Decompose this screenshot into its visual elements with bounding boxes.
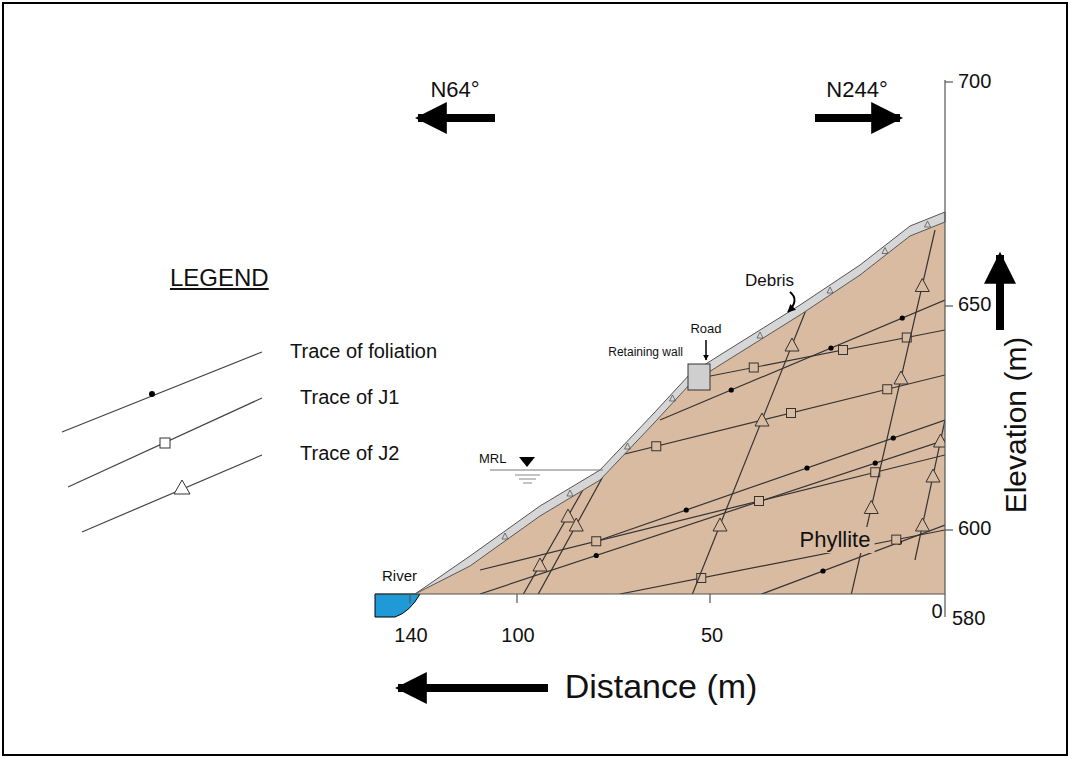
text-label: Retaining wall <box>607 346 684 359</box>
debris-layer <box>415 212 945 594</box>
legend-sample <box>82 455 262 532</box>
joint-traces <box>480 230 948 640</box>
text-label: River <box>382 568 417 585</box>
legend-text: Trace of J2 <box>300 442 399 464</box>
frame <box>3 3 1067 755</box>
road-pointer <box>705 340 707 360</box>
text-label: Road <box>689 322 722 336</box>
text-label: LEGEND <box>170 265 269 291</box>
text-label: 600 <box>958 517 991 539</box>
text-label: N64° <box>430 78 479 102</box>
text-label: Elevation (m) <box>999 337 1032 514</box>
text-label: 140 <box>394 624 427 646</box>
legend-text: Trace of J1 <box>300 386 399 408</box>
text-label: 0 <box>931 600 942 622</box>
direction-arrow <box>398 684 548 692</box>
direction-arrow <box>996 255 1004 330</box>
axes <box>375 80 953 617</box>
debris-pointer <box>788 292 795 312</box>
river-water <box>375 594 420 617</box>
direction-arrow <box>418 114 495 122</box>
text-label: N244° <box>826 78 887 102</box>
text-label: 100 <box>501 624 534 646</box>
text-label: 650 <box>958 293 991 315</box>
text-label: Phyllite <box>796 527 875 553</box>
text-label: 700 <box>958 70 991 92</box>
direction-arrow <box>815 114 900 122</box>
legend-sample <box>68 398 262 487</box>
text-label: 580 <box>952 607 985 629</box>
retaining-wall <box>688 364 710 390</box>
text-label: Distance (m) <box>565 668 758 705</box>
text-label: Debris <box>745 272 794 291</box>
text-label: 50 <box>701 624 723 646</box>
legend-text: Trace of foliation <box>290 340 437 362</box>
legend-sample <box>62 352 262 432</box>
mrl-line <box>490 469 603 470</box>
text-label: MRL <box>478 452 507 466</box>
